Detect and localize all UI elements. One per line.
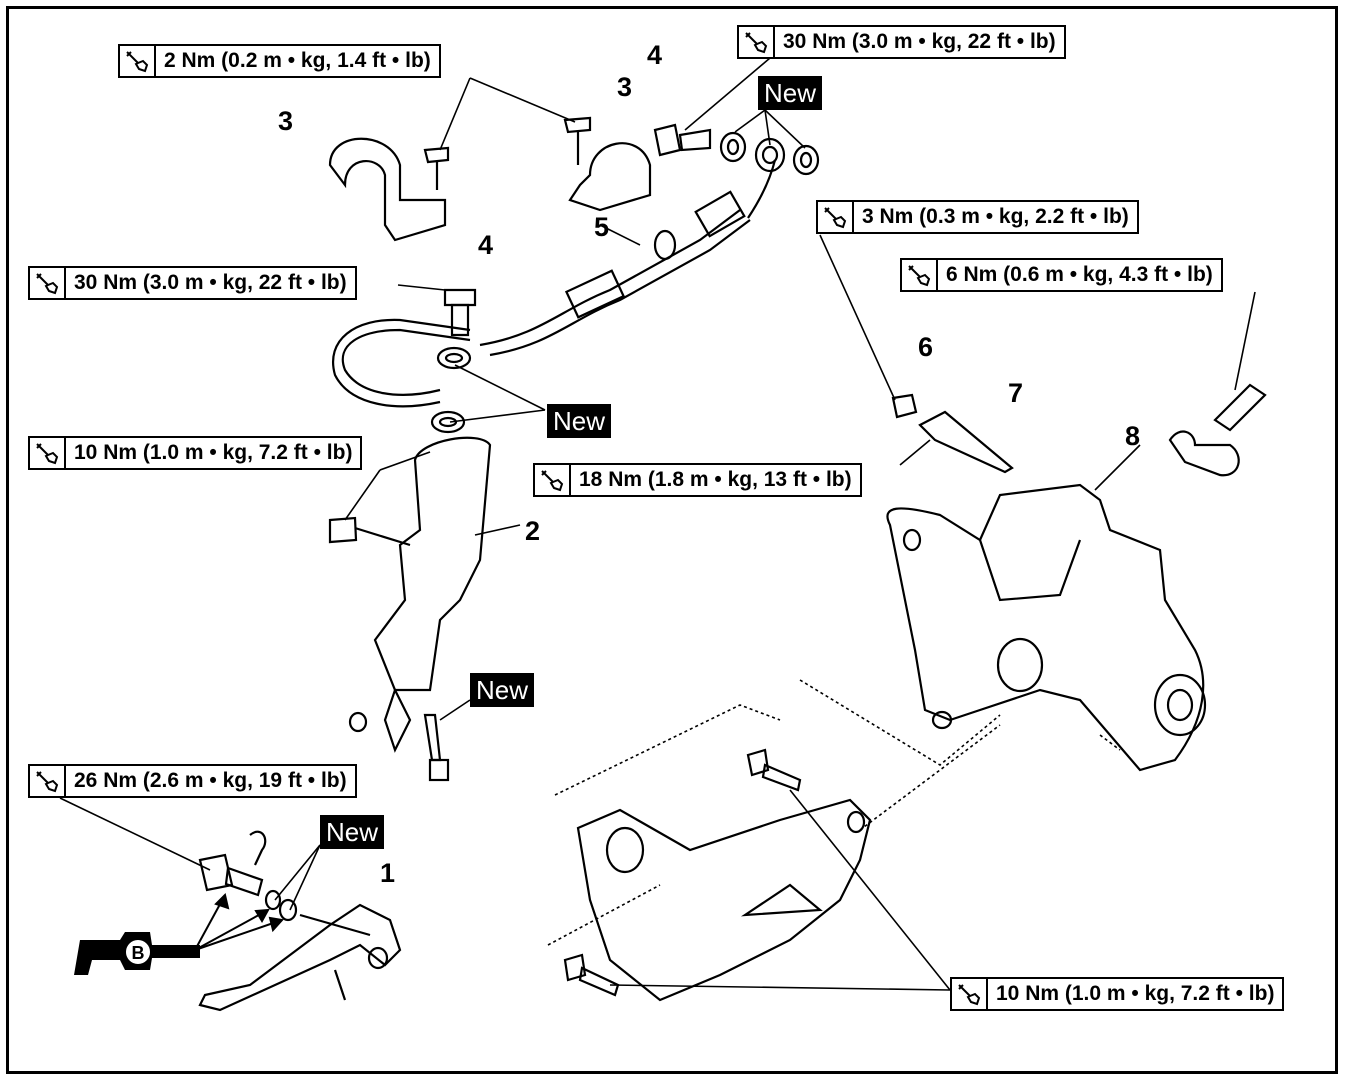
torque-label: 30 Nm (3.0 m • kg, 22 ft • lb)	[783, 30, 1056, 53]
torque-box-6nm: 6 Nm (0.6 m • kg, 4.3 ft • lb)	[900, 258, 1223, 292]
torque-box-18nm: 18 Nm (1.8 m • kg, 13 ft • lb)	[533, 463, 862, 497]
callout-8: 8	[1125, 421, 1141, 451]
callout-7: 7	[1008, 378, 1024, 408]
torque-box-30nm-top: 30 Nm (3.0 m • kg, 22 ft • lb)	[737, 25, 1066, 59]
grease-symbol: B	[132, 943, 145, 963]
torque-label: 18 Nm (1.8 m • kg, 13 ft • lb)	[579, 468, 852, 491]
grease-gun-icon: B	[74, 932, 200, 975]
new-label: New	[320, 815, 385, 849]
torque-box-2nm: 2 Nm (0.2 m • kg, 1.4 ft • lb)	[118, 44, 441, 78]
torque-wrench-icon	[902, 260, 938, 290]
torque-wrench-icon	[120, 46, 156, 76]
torque-wrench-icon	[535, 465, 571, 495]
callout-3a: 3	[278, 106, 294, 136]
callout-2: 2	[525, 516, 541, 546]
torque-wrench-icon	[30, 766, 66, 796]
callout-4b: 4	[478, 230, 494, 260]
new-label: New	[758, 76, 823, 110]
torque-box-3nm: 3 Nm (0.3 m • kg, 2.2 ft • lb)	[816, 200, 1139, 234]
callout-3b: 3	[617, 72, 633, 102]
torque-box-30nm-left: 30 Nm (3.0 m • kg, 22 ft • lb)	[28, 266, 357, 300]
callout-6: 6	[918, 332, 934, 362]
callout-5: 5	[594, 212, 610, 242]
torque-box-10nm-left: 10 Nm (1.0 m • kg, 7.2 ft • lb)	[28, 436, 363, 470]
torque-wrench-icon	[30, 438, 66, 468]
diagram-frame	[6, 6, 1338, 1074]
new-label: New	[470, 673, 535, 707]
torque-label: 3 Nm (0.3 m • kg, 2.2 ft • lb)	[862, 205, 1129, 228]
torque-box-26nm: 26 Nm (2.6 m • kg, 19 ft • lb)	[28, 764, 357, 798]
torque-wrench-icon	[818, 202, 854, 232]
torque-wrench-icon	[30, 268, 66, 298]
torque-label: 10 Nm (1.0 m • kg, 7.2 ft • lb)	[996, 982, 1275, 1005]
new-label: New	[547, 404, 612, 438]
torque-wrench-icon	[952, 979, 988, 1009]
callout-4a: 4	[647, 40, 663, 70]
torque-label: 10 Nm (1.0 m • kg, 7.2 ft • lb)	[74, 441, 353, 464]
callout-1: 1	[380, 858, 396, 888]
torque-label: 6 Nm (0.6 m • kg, 4.3 ft • lb)	[946, 263, 1213, 286]
torque-label: 30 Nm (3.0 m • kg, 22 ft • lb)	[74, 271, 347, 294]
torque-label: 2 Nm (0.2 m • kg, 1.4 ft • lb)	[164, 49, 431, 72]
torque-label: 26 Nm (2.6 m • kg, 19 ft • lb)	[74, 769, 347, 792]
torque-box-10nm-right: 10 Nm (1.0 m • kg, 7.2 ft • lb)	[950, 977, 1285, 1011]
torque-wrench-icon	[739, 27, 775, 57]
